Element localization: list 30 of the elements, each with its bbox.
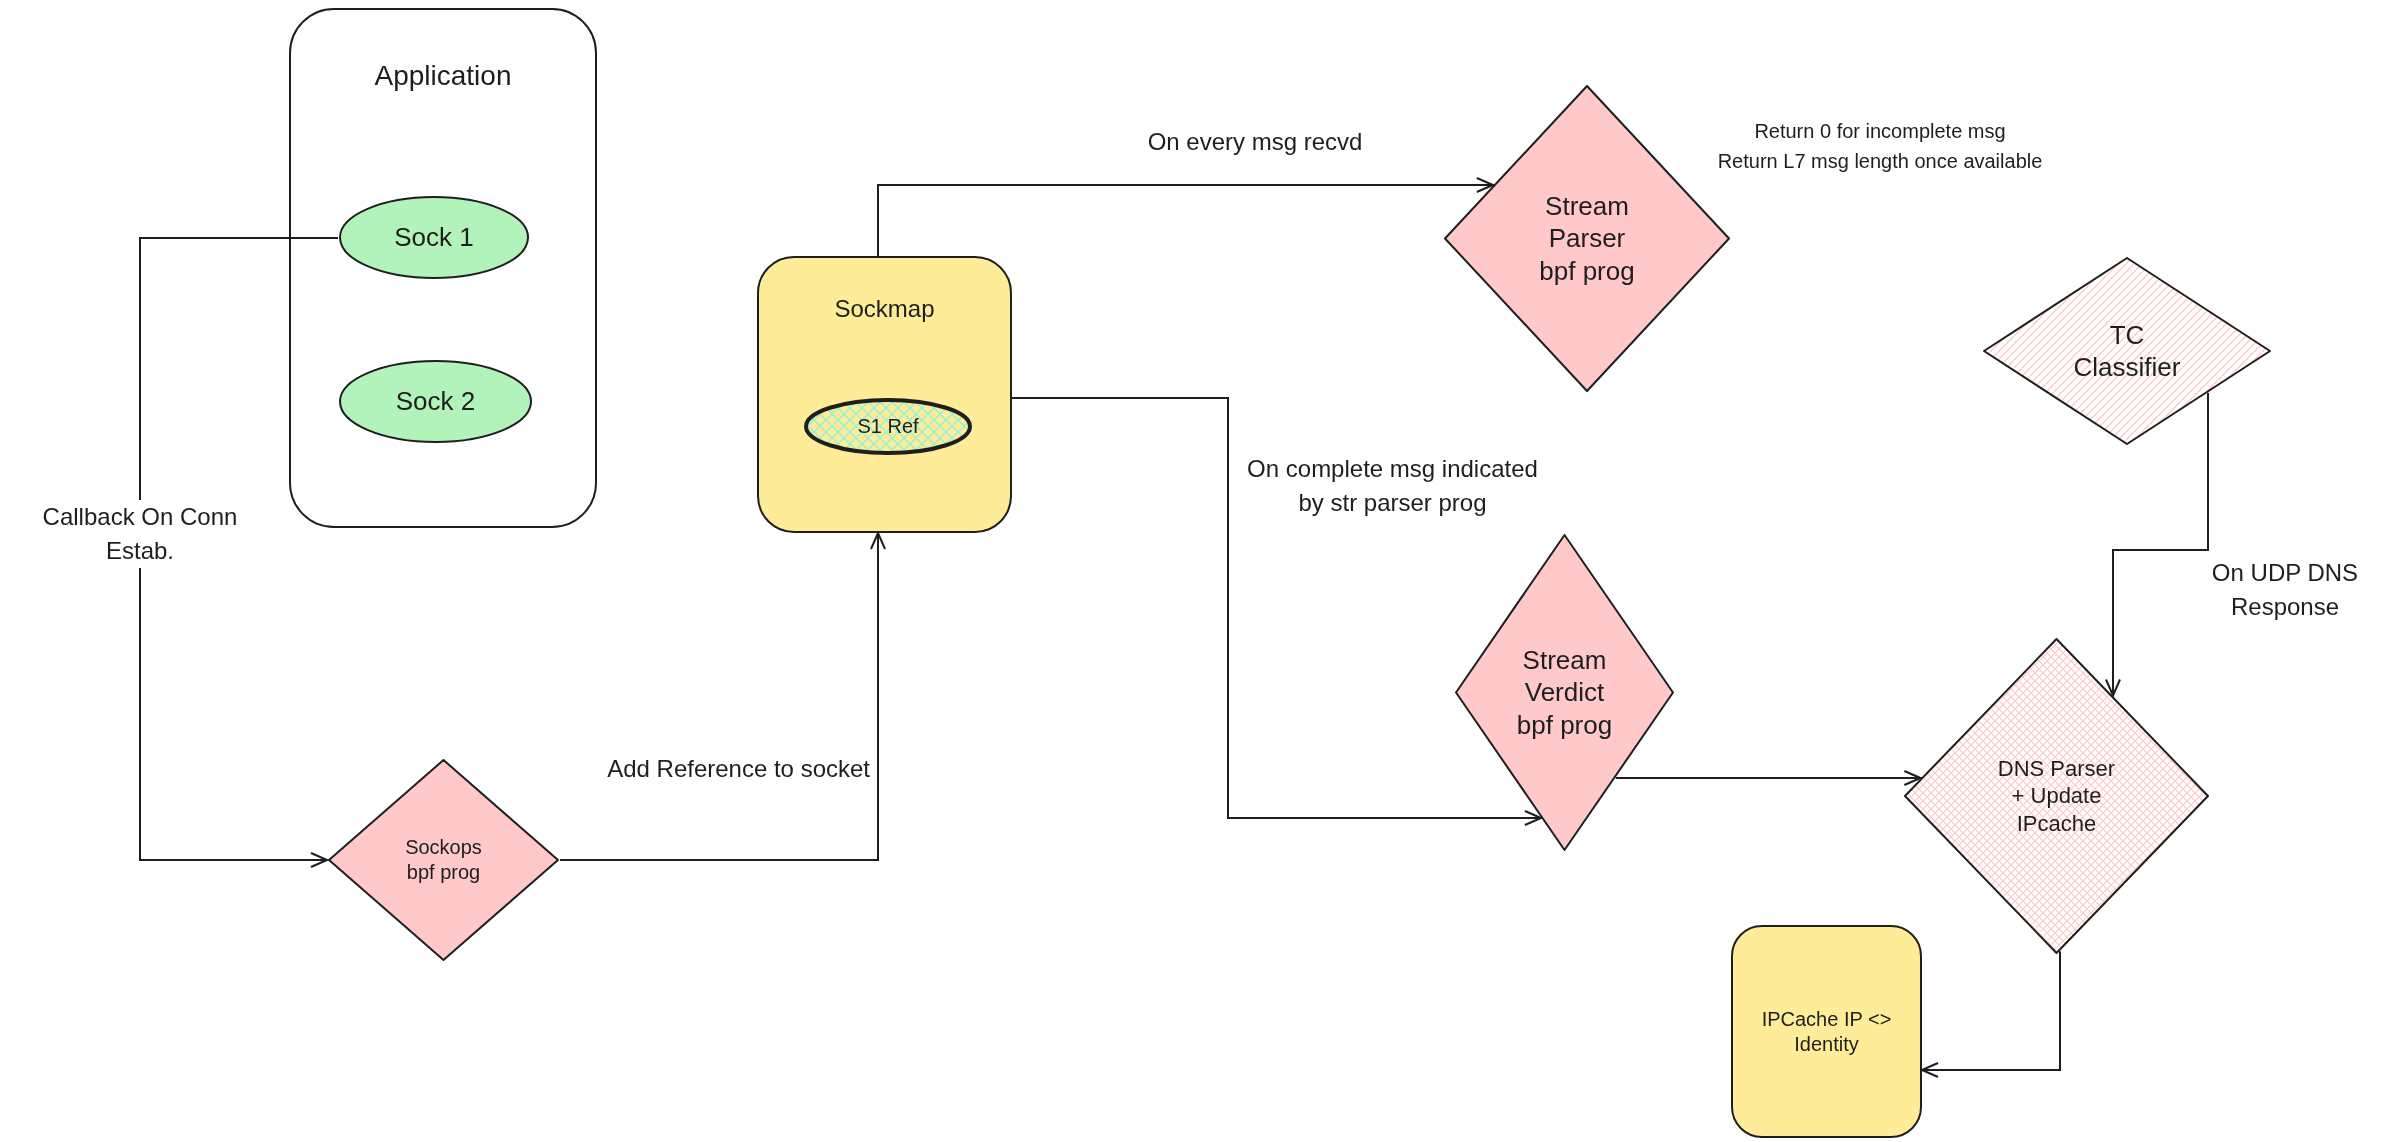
arrow: [1921, 950, 2061, 1078]
reference-ellipse: [802, 396, 974, 457]
node-label: Application: [374, 59, 512, 93]
node-label: Stream Parser bpf prog: [1538, 189, 1636, 288]
parser-diamond: [1903, 637, 2210, 955]
arrow: [1011, 397, 1542, 826]
program-diamond: [327, 758, 560, 962]
node-label: IPCache IP <> Identity: [1760, 1006, 1893, 1057]
node-label: Sock 1: [394, 221, 474, 254]
node-label: TC Classifier: [2072, 318, 2182, 384]
cache-box: [1731, 925, 1922, 1138]
socket-ellipse: [338, 195, 530, 280]
program-diamond: [1454, 533, 1675, 852]
classifier-diamond: [1982, 256, 2272, 446]
container-box: [289, 8, 597, 528]
arrow: [559, 532, 886, 861]
socket-ellipse: [338, 359, 533, 444]
node-label: Sockops bpf prog: [404, 835, 483, 885]
note-text: Return L7 msg length once available: [1717, 149, 2043, 174]
arrow: [877, 177, 1494, 257]
node-label: S1 Ref: [857, 414, 919, 439]
node-label: Sockmap: [834, 294, 935, 324]
node-label: DNS Parser + Update IPcache: [1996, 754, 2117, 838]
note-text: Return 0 for incomplete msg: [1754, 119, 2006, 144]
node-label: Sock 2: [395, 385, 476, 418]
map-box: [757, 256, 1012, 533]
arrow: [1614, 770, 1922, 786]
node-label: Stream Verdict bpf prog: [1515, 643, 1614, 742]
arrow: [139, 237, 339, 868]
arrow: [2105, 391, 2209, 697]
